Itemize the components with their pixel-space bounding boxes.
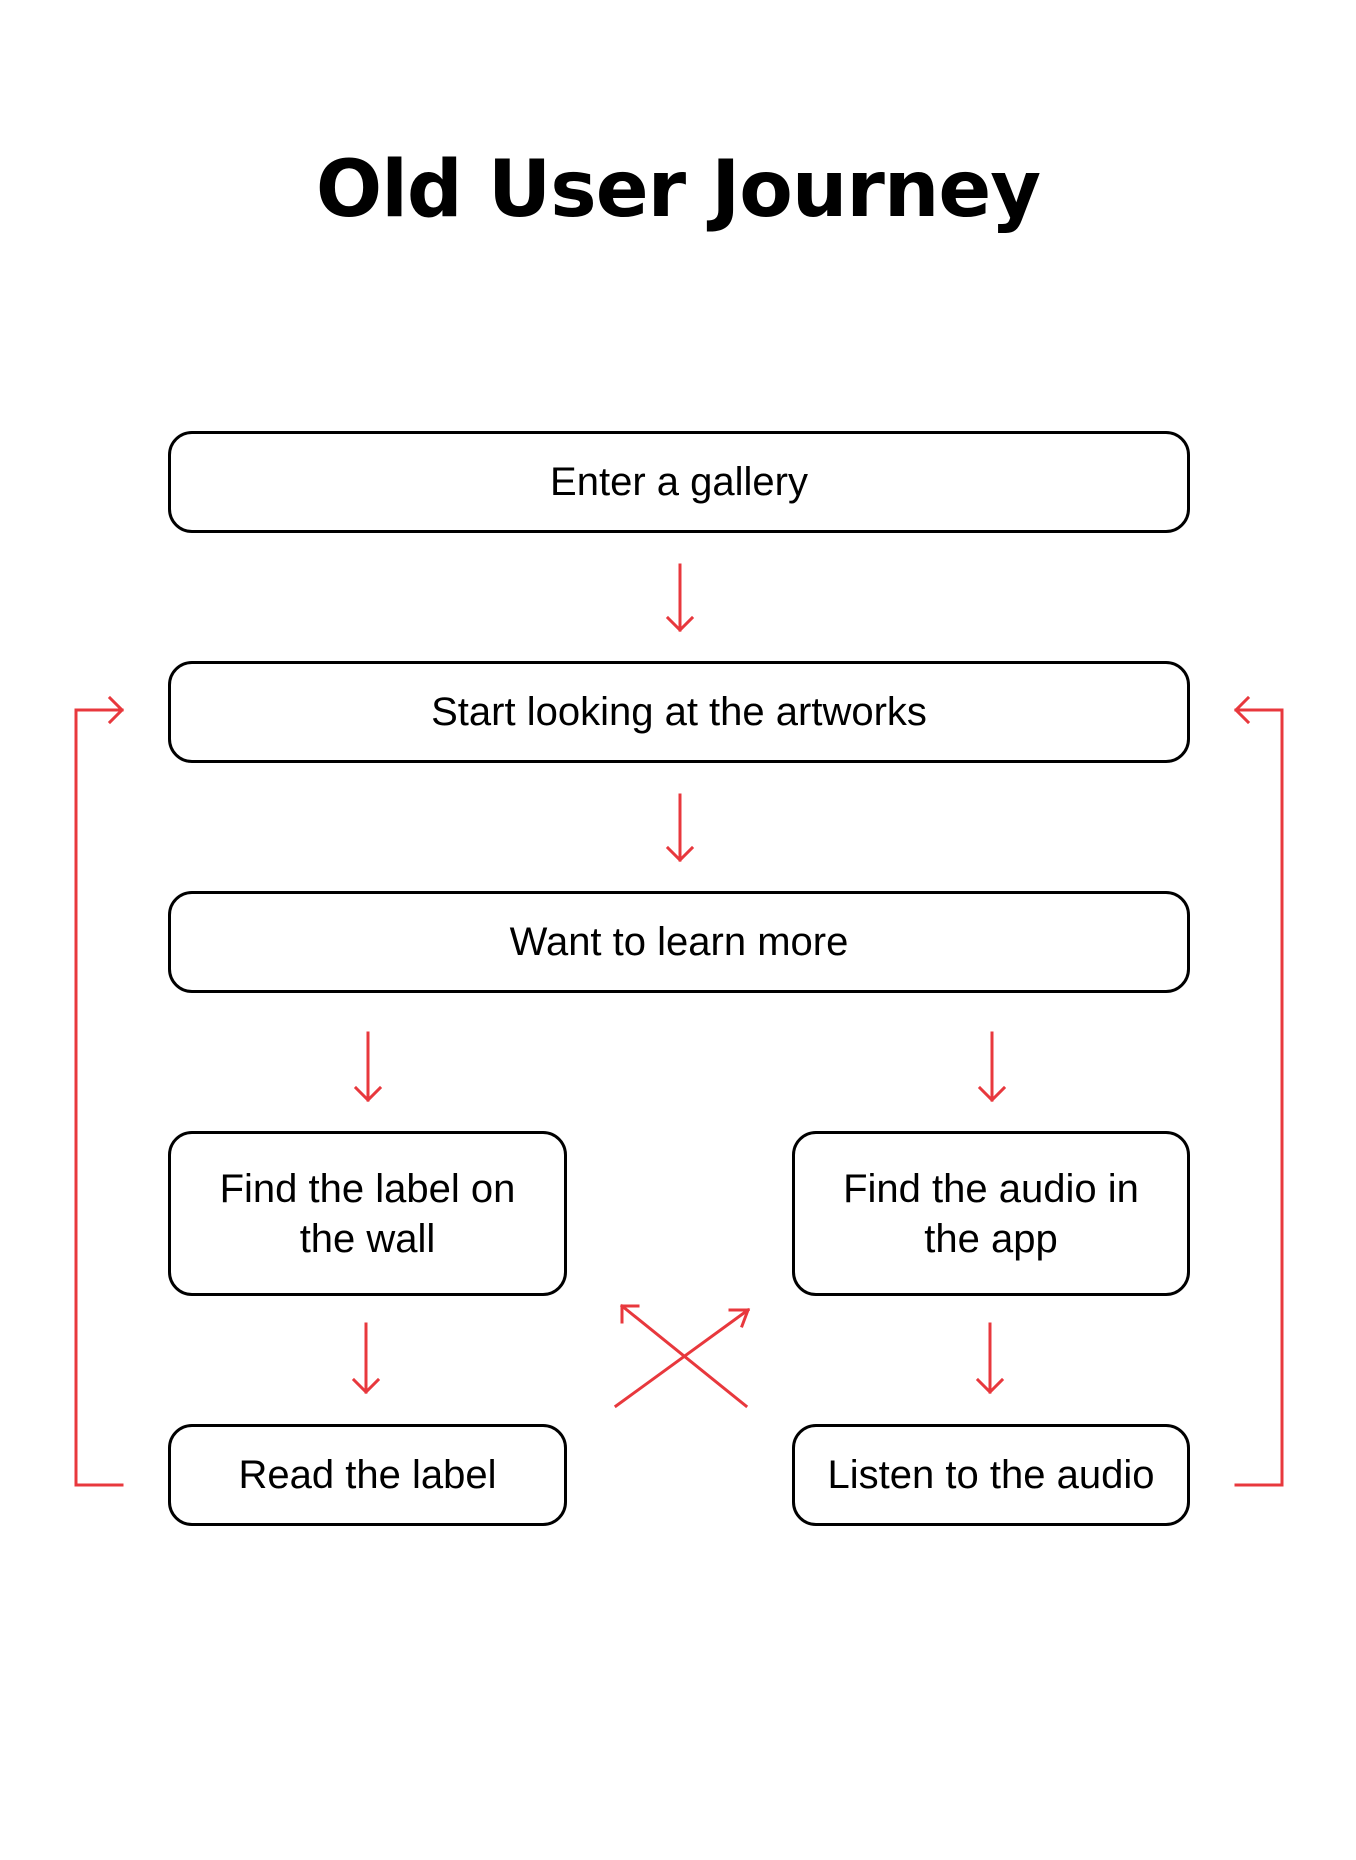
arrow-enter-to-start [665, 563, 695, 633]
loop-right-listen-to-start [1233, 695, 1284, 1487]
arrow-listen-to-find-label [619, 1303, 749, 1409]
step-want-to-learn-label: Want to learn more [509, 920, 849, 964]
step-enter-gallery-label: Enter a gallery [550, 460, 808, 504]
step-want-to-learn: Want to learn more [168, 891, 1190, 993]
loop-left-read-to-start [74, 695, 125, 1487]
page-title: Old User Journey [315, 145, 1041, 235]
step-start-looking: Start looking at the artworks [168, 661, 1190, 763]
step-enter-gallery: Enter a gallery [168, 431, 1190, 533]
arrow-find-audio-to-listen [975, 1322, 1005, 1395]
arrow-want-to-find-label [353, 1031, 383, 1103]
arrow-want-to-find-audio [977, 1031, 1007, 1103]
arrow-start-to-want [665, 793, 695, 863]
step-listen-audio: Listen to the audio [792, 1424, 1190, 1526]
step-find-label-label: Find the label on the wall [219, 1166, 516, 1261]
step-find-audio-label: Find the audio in the app [843, 1166, 1139, 1261]
arrow-read-to-find-audio [613, 1307, 751, 1409]
step-find-audio: Find the audio in the app [792, 1131, 1190, 1296]
step-start-looking-label: Start looking at the artworks [431, 690, 927, 734]
step-find-label: Find the label on the wall [168, 1131, 567, 1296]
arrow-find-label-to-read [351, 1322, 381, 1395]
step-read-label-label: Read the label [238, 1453, 497, 1497]
step-read-label: Read the label [168, 1424, 567, 1526]
step-listen-audio-label: Listen to the audio [827, 1453, 1155, 1497]
